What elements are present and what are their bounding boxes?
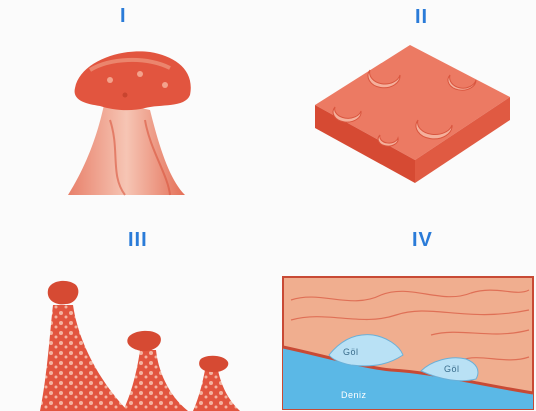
chimney-2 [123,350,188,411]
sea-label: Deniz [341,390,367,400]
chimney-1-cap [48,281,79,305]
chimney-2-cap [127,331,161,351]
lake-2-label: Göl [444,364,460,374]
chimney-1 [40,305,128,411]
lake-1-label: Göl [343,347,359,357]
fairy-chimneys-illustration [28,270,258,411]
rock-stem [68,100,185,195]
mushroom-rock-illustration [50,40,210,200]
coastal-map-illustration: Göl Göl Deniz [281,275,536,411]
label-panel-2: II [415,6,428,29]
dune-block-illustration [300,35,522,195]
label-panel-4: IV [412,229,433,252]
chimney-3 [193,370,240,411]
label-panel-1: I [120,5,127,28]
label-panel-3: III [128,229,148,252]
chimney-3-cap [199,356,228,372]
